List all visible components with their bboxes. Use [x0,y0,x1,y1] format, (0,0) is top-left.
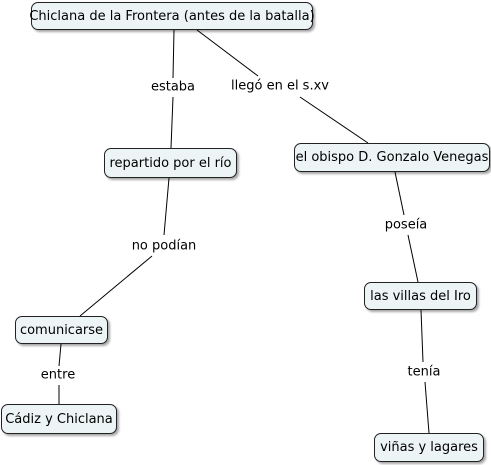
edge-comunicarse-entre [58,343,62,367]
edge-poseia-villas [407,234,419,283]
link-llego: llegó en el s.xv [229,77,331,95]
link-no-podian: no podían [129,237,199,255]
concept-comunicarse[interactable]: comunicarse [15,316,108,344]
edge-repartido-nopodian [163,177,170,236]
edge-chiclana-estaba [172,29,175,79]
concept-villas[interactable]: las villas del Iro [364,282,477,310]
concept-cadiz[interactable]: Cádiz y Chiclana [1,404,117,434]
concept-repartido-label: repartido por el río [109,155,232,171]
concept-vinas-label: viñas y lagares [380,440,478,455]
link-estaba: estaba [148,78,198,96]
edge-estaba-repartido [170,96,174,149]
edge-nopodian-comunicarse [79,255,153,317]
edge-llego-obispo [299,96,369,144]
concept-obispo-label: el obispo D. Gonzalo Venegas [295,150,489,165]
concept-obispo[interactable]: el obispo D. Gonzalo Venegas [294,143,490,172]
edge-obispo-poseia [394,171,405,216]
link-poseia: poseía [382,216,430,234]
concept-villas-label: las villas del Iro [370,288,471,304]
edge-tenia-vinas [424,381,430,434]
concept-chiclana[interactable]: Chiclana de la Frontera (antes de la bat… [29,2,315,30]
concept-cadiz-label: Cádiz y Chiclana [5,411,113,427]
link-tenia: tenía [405,363,443,381]
edge-chiclana-llego [196,29,259,77]
concept-vinas[interactable]: viñas y lagares [374,433,484,462]
edge-villas-tenia [420,309,424,363]
link-entre: entre [38,366,78,384]
concept-repartido[interactable]: repartido por el río [104,148,237,178]
concept-chiclana-label: Chiclana de la Frontera (antes de la bat… [29,8,315,24]
concept-comunicarse-label: comunicarse [19,322,104,338]
